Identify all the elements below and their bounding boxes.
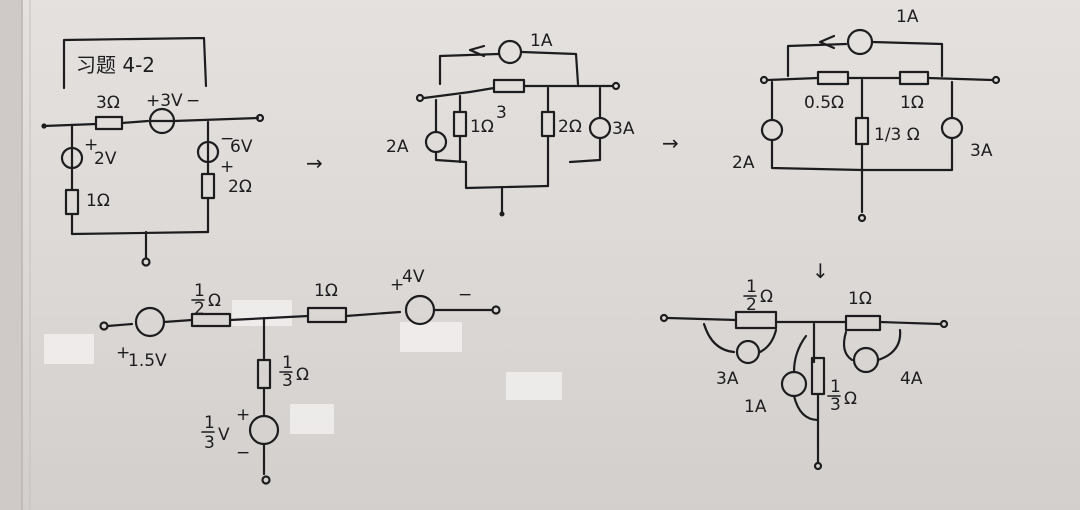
voltage-source-third-v	[248, 414, 280, 446]
voltage-source-1.5v	[134, 306, 166, 338]
current-source-2a-c3	[760, 118, 784, 142]
resistor-0.5ohm	[816, 70, 850, 86]
label-r-half-den: 2	[194, 299, 205, 319]
label-r-1ohm-c4: 1Ω	[314, 281, 338, 301]
exercise-title: 习题 4-2	[76, 53, 155, 77]
circuit-5-norton: 1 2 Ω 1Ω 3A 1A 1 3 Ω 4A	[659, 277, 949, 471]
label-6v-minus: −	[220, 129, 234, 149]
label-c5-i-4a: 4A	[900, 369, 923, 389]
label-v-3v-minus: −	[186, 91, 200, 111]
resistor-3ohm	[94, 115, 124, 131]
label-v-2v: 2V	[94, 149, 117, 169]
label-third-v-plus: +	[236, 405, 250, 425]
label-r-1ohm-c2: 1Ω	[470, 117, 494, 137]
label-r-third-num: 1	[282, 353, 293, 373]
transform-arrow-3: ↓	[812, 259, 829, 283]
label-c5-r-third-den: 3	[830, 395, 841, 415]
voltage-source-4v	[404, 294, 436, 326]
label-v-third-den: 3	[204, 433, 215, 453]
circuit-2-current-sources: 1A 3 1Ω 2A 2Ω 3A	[386, 31, 635, 217]
circuit-3-combined: 1A 0.5Ω 1Ω 1/3 Ω 2A 3A	[732, 7, 1001, 223]
label-r-2ohm-c2: 2Ω	[558, 117, 582, 137]
current-source-1a-c5	[780, 370, 808, 398]
label-i-3a-c3: 3A	[970, 141, 993, 161]
current-source-1a-top	[497, 39, 523, 65]
label-i-1a: 1A	[530, 31, 553, 51]
label-v-3v: +3V	[146, 91, 183, 111]
label-third-v-minus: −	[236, 443, 250, 463]
label-2v-plus: +	[84, 135, 98, 155]
label-6v-plus: +	[220, 157, 234, 177]
exercise-title-box: 习题 4-2	[62, 36, 208, 90]
resistor-1ohm-c5	[844, 314, 882, 332]
resistor-1ohm	[64, 188, 80, 216]
resistor-2ohm	[200, 172, 216, 200]
label-i-1a-c3: 1A	[896, 7, 919, 27]
correction-tapes	[44, 300, 562, 434]
resistor-half-ohm-c5	[734, 310, 778, 330]
label-v-6v: 6V	[230, 137, 253, 157]
label-r-third-den: 3	[282, 371, 293, 391]
resistor-3	[492, 78, 526, 94]
label-v-1.5v: 1.5V	[128, 351, 167, 371]
label-i-2a: 2A	[386, 137, 409, 157]
label-c5-r-1ohm: 1Ω	[848, 289, 872, 309]
label-r-half-num: 1	[194, 281, 205, 301]
label-r-1ohm-c3: 1Ω	[900, 93, 924, 113]
resistor-third-ohm-c4	[256, 358, 272, 390]
label-4v-minus: −	[458, 285, 472, 305]
label-v-third-unit: V	[218, 425, 230, 445]
current-source-4a-c5	[852, 346, 880, 374]
notebook-binding	[0, 0, 31, 510]
current-source-3a	[588, 116, 612, 140]
label-c5-i-3a: 3A	[716, 369, 739, 389]
label-r-3ohm: 3Ω	[96, 93, 120, 113]
resistor-1/3ohm-c3	[854, 116, 870, 146]
label-r-third-unit: Ω	[296, 365, 309, 385]
transform-arrow-2: →	[662, 131, 679, 155]
resistor-1ohm-c4	[306, 306, 348, 324]
label-v-third-num: 1	[204, 413, 215, 433]
label-c5-r-half-num: 1	[746, 277, 757, 297]
current-source-2a	[424, 130, 448, 154]
circuit-4-thevenin: 1 2 Ω 1Ω + 4V − + 1.5V 1 3 Ω 1 3 V + −	[99, 267, 501, 485]
label-r-1ohm: 1Ω	[86, 191, 110, 211]
label-r-half-unit: Ω	[208, 291, 221, 311]
label-c5-r-half-den: 2	[746, 295, 757, 315]
label-i-3a: 3A	[612, 119, 635, 139]
label-v-4v: 4V	[402, 267, 425, 287]
label-4v-plus: +	[390, 275, 404, 295]
resistor-2ohm-c2	[540, 110, 556, 138]
current-source-1a-c3	[846, 28, 874, 56]
label-r-3: 3	[496, 103, 507, 123]
label-i-2a-c3: 2A	[732, 153, 755, 173]
label-r-2ohm: 2Ω	[228, 177, 252, 197]
label-c5-r-third-num: 1	[830, 377, 841, 397]
label-c5-r-half-unit: Ω	[760, 287, 773, 307]
label-r-0.5ohm: 0.5Ω	[804, 93, 844, 113]
label-c5-r-third-unit: Ω	[844, 389, 857, 409]
label-r-1/3ohm-c3: 1/3 Ω	[874, 125, 920, 145]
transform-arrow-1: →	[306, 151, 323, 175]
label-1.5v-plus: +	[116, 343, 130, 363]
circuit-1-original: 3Ω +3V − + 2V 1Ω − 6V + 2Ω	[41, 91, 265, 267]
current-source-3a-c5	[735, 339, 761, 365]
label-c5-i-1a: 1A	[744, 397, 767, 417]
resistor-1ohm-c2	[452, 110, 468, 138]
resistor-third-ohm-c5	[810, 356, 826, 396]
current-source-3a-c3	[940, 116, 964, 140]
resistor-1ohm-c3	[898, 70, 930, 86]
